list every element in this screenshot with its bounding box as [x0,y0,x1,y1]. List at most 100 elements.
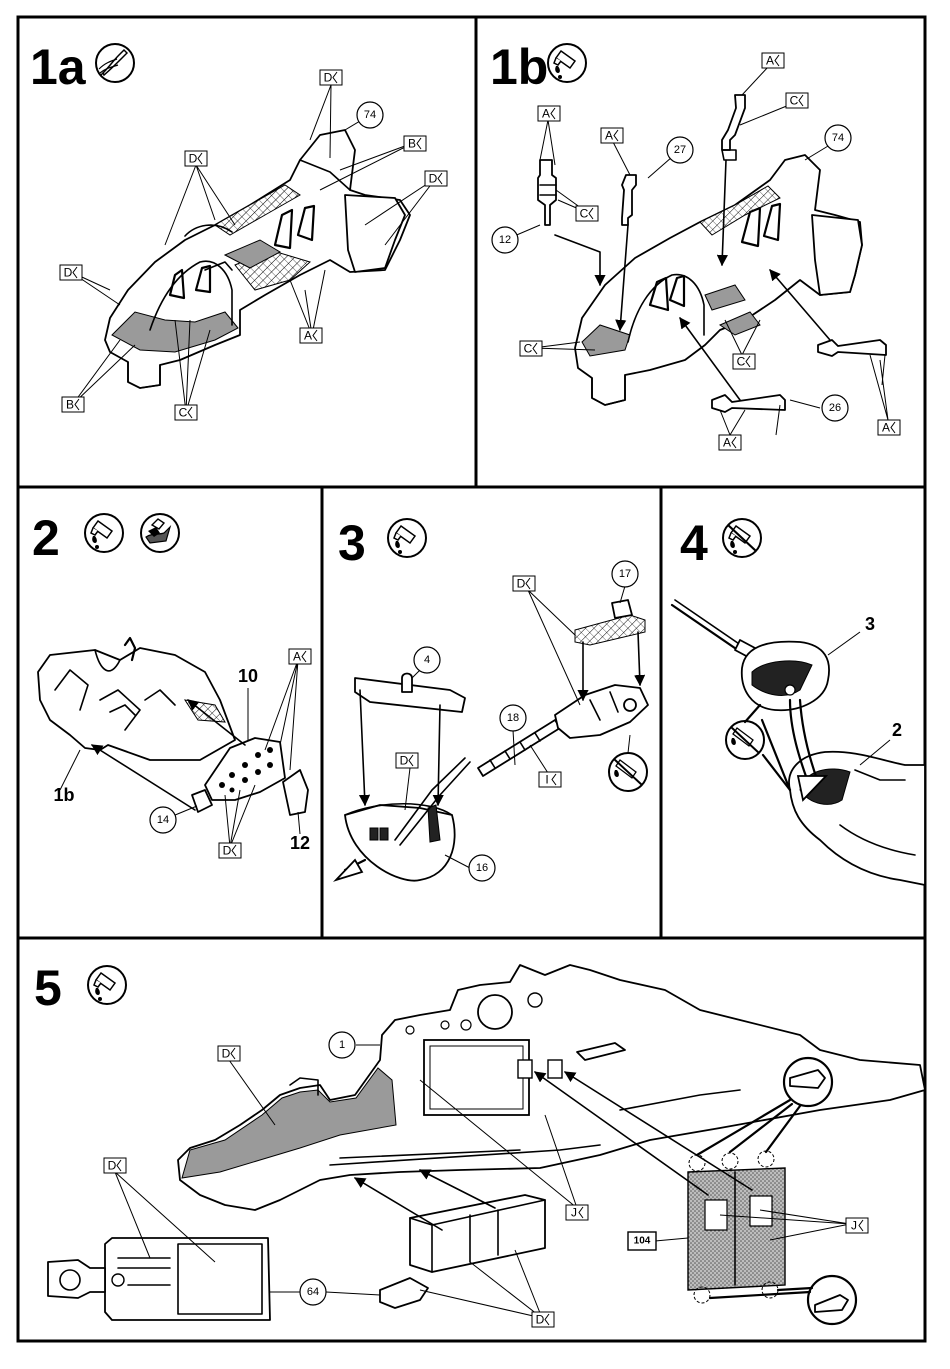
svg-text:D: D [223,844,232,858]
part-27-stick [622,175,636,225]
svg-text:D: D [108,1159,117,1173]
paint-letter-box: C [576,206,598,221]
paint-letter-box: A [289,649,311,664]
paint-letter-box: B [404,136,426,151]
paint-letter-box: I [539,772,561,787]
svg-text:D: D [429,172,438,186]
paint-letter-box: D [185,151,207,166]
svg-text:A: A [605,129,613,143]
paint-letter-box: A [719,435,741,450]
step-number-2: 2 [32,510,60,566]
svg-text:D: D [536,1313,545,1327]
svg-text:B: B [408,137,416,151]
part-number-label: 74 [364,109,376,121]
cockpit-tub-drawing [575,155,862,405]
svg-text:A: A [766,54,774,68]
paint-letter-box: B [62,397,84,412]
paint-letter-box: A [601,128,623,143]
paint-letter-box: D [396,753,418,768]
svg-text:1: 1 [339,1039,345,1051]
paint-letter-box: A [762,53,784,68]
paint-letter-box: A [878,420,900,435]
part-number-label: 12 [290,833,310,853]
part-12-stick [538,160,556,225]
svg-text:17: 17 [619,568,631,580]
cockpit-tub-drawing [105,130,410,388]
svg-text:B: B [66,398,74,412]
part-number-label: 3 [865,614,875,634]
svg-text:A: A [542,107,550,121]
svg-text:C: C [737,355,746,369]
svg-text:C: C [524,342,533,356]
paint-letter-box: J [846,1218,868,1233]
leader-line [828,632,860,655]
paint-letter-box: D [104,1158,126,1173]
part-64-tray [48,1238,270,1320]
paint-letter-box: A [538,106,560,121]
gun-mount [555,685,648,738]
svg-text:A: A [882,421,890,435]
step-number-5: 5 [34,960,62,1016]
svg-text:74: 74 [832,132,844,144]
paint-brush-icon [96,44,134,82]
glue-tube-icon [85,514,123,552]
svg-text:A: A [293,650,301,664]
svg-text:64: 64 [307,1286,319,1298]
step-number-3: 3 [338,515,366,571]
step-2: 2 [32,510,311,858]
paint-letter-box: D [425,171,447,186]
glue-tube-icon [388,519,426,557]
svg-text:14: 14 [157,814,169,826]
svg-text:C: C [790,94,799,108]
paint-letter-box: D [513,576,535,591]
paint-letter-box: D [532,1312,554,1327]
svg-text:A: A [304,329,312,343]
svg-text:D: D [222,1047,231,1061]
no-glue-icon [723,519,761,557]
step-3: 3 [336,515,648,881]
part-104-panel [688,1151,785,1303]
part-4-cover [355,674,465,713]
svg-text:J: J [851,1219,857,1233]
paint-letter-box: D [60,265,82,280]
part-number-label: 10 [238,666,258,686]
no-glue-mini-icon [609,735,647,791]
part-17-sight [575,600,645,645]
svg-text:D: D [400,754,409,768]
svg-text:A: A [723,436,731,450]
paint-letter-box: C [786,93,808,108]
step-number-1a: 1a [30,39,87,95]
paint-letter-box: C [175,405,197,420]
svg-text:C: C [179,406,188,420]
paint-letter-box: D [320,70,342,85]
step-number-1b: 1b [490,39,548,95]
step-1b: 1b [490,39,900,450]
svg-text:I: I [545,773,548,787]
svg-text:26: 26 [829,402,841,414]
paint-letter-box: D [218,1046,240,1061]
part-26-pedals-b [818,340,886,356]
glue-tube-icon [88,966,126,1004]
decal-water-icon [141,514,179,552]
svg-text:4: 4 [424,654,430,666]
step-1a: 1a [30,39,447,420]
svg-text:J: J [571,1206,577,1220]
svg-text:104: 104 [634,1236,651,1247]
svg-text:16: 16 [476,862,488,874]
no-glue-mini-icon [726,721,764,759]
part-number-label: 2 [892,720,902,740]
battery-box [380,1195,545,1308]
svg-text:D: D [517,577,526,591]
step-4: 4 3 2 [672,515,925,885]
paint-letter-box: A [300,328,322,343]
step-number-4: 4 [680,515,708,571]
paint-letter-box: C [520,341,542,356]
paint-letter-box: C [733,354,755,369]
paint-letter-box: D [219,843,241,858]
part-12-panel [283,770,308,815]
sub-assembly-label: 1b [53,785,74,805]
glue-tube-icon [548,44,586,82]
part-2-fuselage-nose [789,752,925,885]
part-26-pedals-a [712,395,785,412]
